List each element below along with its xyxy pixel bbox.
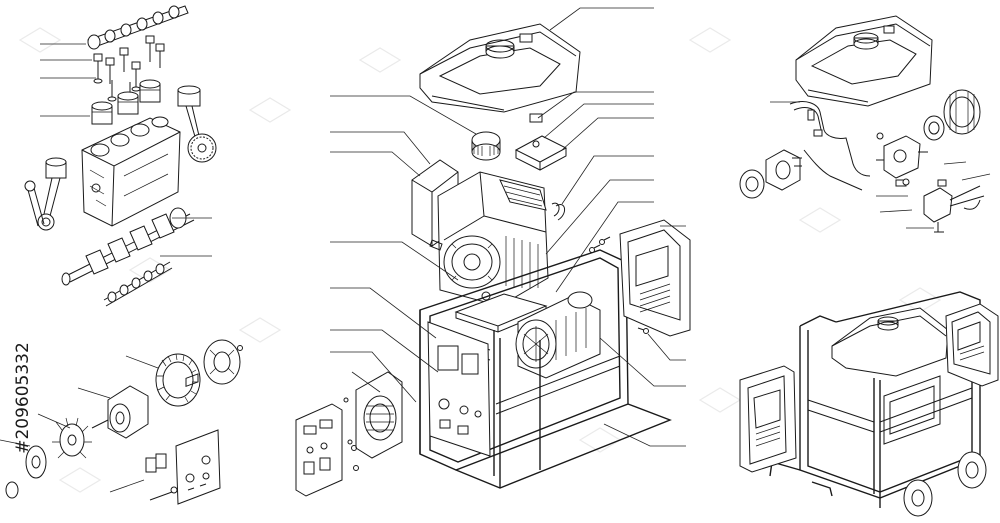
assembled-portable-generator [739, 291, 999, 517]
generator-exploded-view [295, 7, 691, 497]
fuel-lines-icon [789, 101, 884, 191]
wheels-icon [903, 451, 987, 517]
filter-cap-icon [739, 169, 765, 199]
carburetor-icon [876, 135, 928, 187]
front-panel-icon [427, 321, 491, 457]
alternator-leader-lines [0, 355, 159, 493]
rotor-icon [91, 385, 149, 439]
control-board-icon [295, 403, 359, 497]
fuel-leader-lines [770, 101, 991, 229]
mounting-bracket-icon [514, 113, 568, 221]
assembled-front-panel-icon [739, 365, 797, 473]
alternator-parts-exploded [0, 339, 243, 505]
control-panel-icon [175, 373, 221, 505]
stock-id-label: #209605332 [13, 342, 33, 454]
fuel-tank-icon [419, 23, 581, 113]
switch-parts-icon [145, 453, 178, 501]
alternator-body-icon [515, 291, 601, 379]
air-filter-icon [471, 131, 501, 161]
camshaft-lower-icon [103, 261, 173, 307]
assembled-side-frame-panel-icon [883, 375, 941, 445]
engine-base-plate-icon [454, 293, 548, 333]
fuel-system-exploded [739, 15, 991, 233]
valves-icon [93, 35, 165, 104]
assembled-side-panel-icon [945, 303, 999, 387]
timing-gear-icon [187, 133, 217, 163]
engine-leader-lines [40, 43, 212, 257]
engine-parts-exploded [24, 5, 217, 307]
cooling-fan-icon [52, 417, 92, 459]
camshaft-icon [87, 5, 189, 50]
fan-cover-icon [343, 371, 403, 459]
pistons-icon [91, 79, 161, 125]
assembled-fuel-tank-icon [831, 307, 949, 377]
coupling-disc-icon [5, 445, 47, 499]
stator-icon [155, 353, 201, 407]
fuel-valve-icon [902, 178, 985, 233]
intake-gasket-icon [765, 149, 802, 191]
engine-block-icon [81, 116, 181, 227]
crankshaft-icon [61, 207, 195, 286]
end-bracket-icon [203, 339, 243, 385]
generator-leader-lines [330, 7, 686, 447]
air-filter-element-icon [923, 89, 981, 141]
fuel-tank-small-icon [795, 15, 933, 107]
engine-icon [429, 171, 549, 314]
piston-rod-assembly-icon [24, 157, 67, 231]
screws-icon [589, 236, 649, 334]
side-vent-panel-icon [619, 219, 691, 337]
